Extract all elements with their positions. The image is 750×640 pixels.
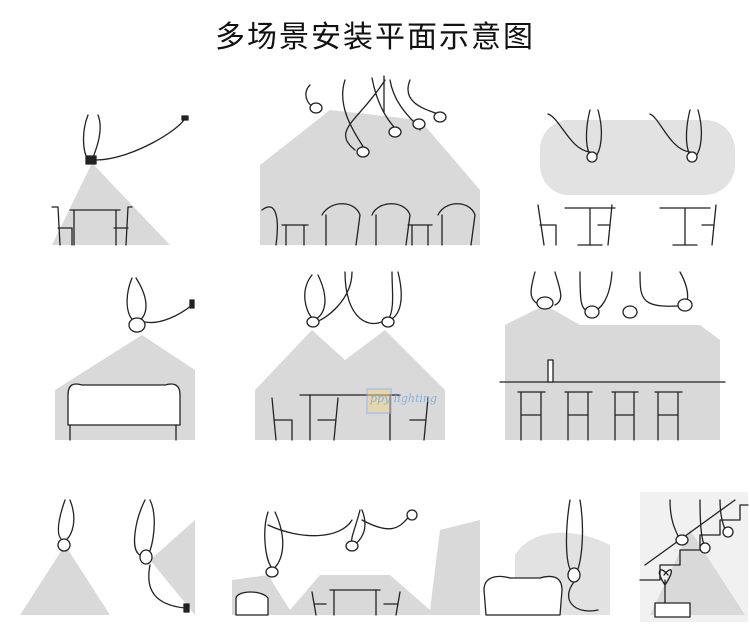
panel-wall-hook bbox=[20, 499, 195, 615]
watermark-logo bbox=[366, 388, 392, 414]
watermark-text: ppy lighting bbox=[370, 392, 438, 405]
panel-table-single bbox=[51, 114, 189, 246]
panel-armchairs-cluster bbox=[260, 75, 480, 246]
page-title: 多场景安装平面示意图 bbox=[215, 20, 535, 55]
panel-dining-double bbox=[255, 271, 445, 441]
panel-sofa-wall bbox=[55, 277, 195, 441]
panel-living-swag bbox=[232, 509, 480, 616]
panel-staircase bbox=[639, 492, 749, 622]
panel-armchair-tall bbox=[483, 499, 610, 616]
panel-cafe-two-tables bbox=[537, 109, 735, 246]
panel-bar-counter bbox=[499, 271, 726, 441]
